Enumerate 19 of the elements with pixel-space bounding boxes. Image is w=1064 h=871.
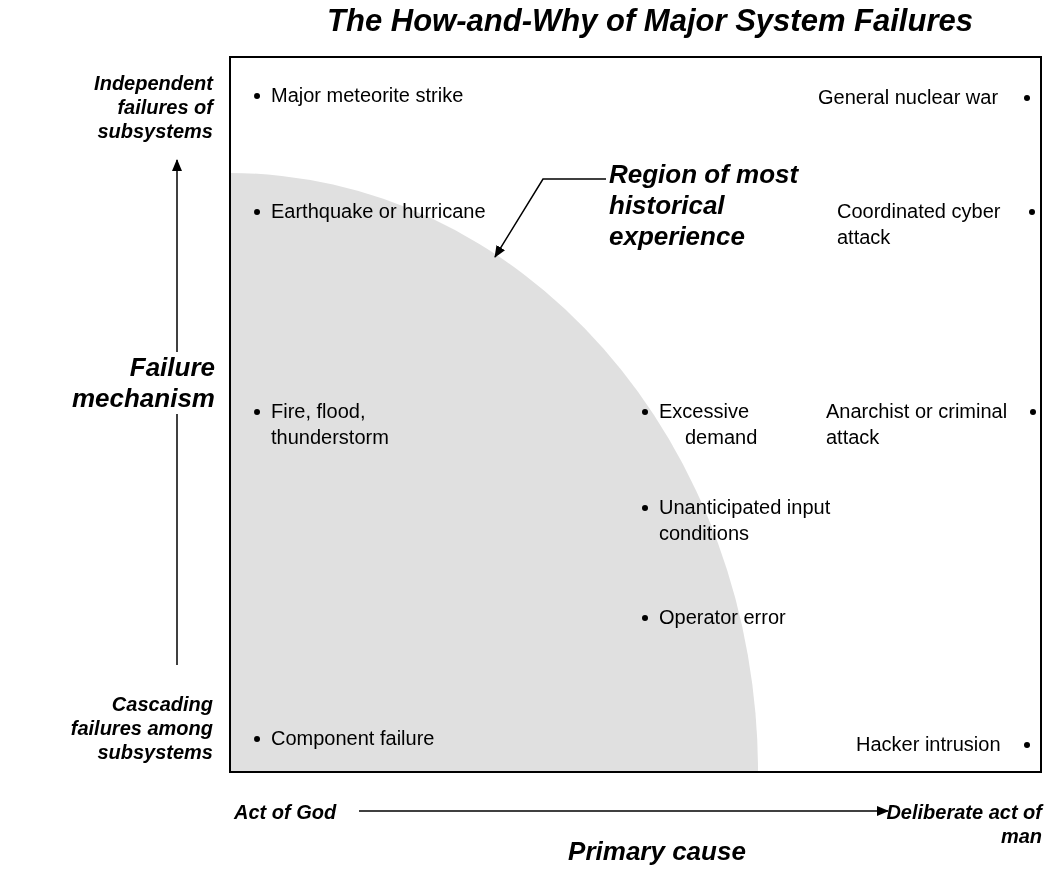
point-label: Major meteorite strike (271, 83, 465, 108)
point-label: General nuclear war (818, 85, 1000, 110)
title: The How-and-Why of Major System Failures (326, 2, 974, 40)
axis-label: Deliberate act of man (885, 800, 1042, 848)
point-label: Fire, flood, thunderstorm (271, 399, 390, 450)
point-label: Anarchist or criminal attack (826, 399, 1009, 450)
leader-line (494, 178, 607, 258)
point-label: Hacker intrusion (856, 732, 1002, 757)
point-label: Unanticipated input conditions (659, 495, 832, 546)
point-label: Coordinated cyber attack (837, 199, 1002, 250)
point-label: Excessive demand (659, 399, 759, 450)
point-label: Component failure (271, 726, 436, 751)
point-label: Operator error (659, 605, 787, 630)
axis-label: Cascading failures among subsystems (69, 692, 213, 764)
axis-label: Act of God (234, 800, 338, 824)
region-label: Region of most historical experience (609, 159, 809, 253)
axis-label: Primary cause (567, 836, 747, 868)
point-label: Earthquake or hurricane (271, 199, 487, 224)
axis-label: Independent failures of subsystems (93, 71, 213, 143)
